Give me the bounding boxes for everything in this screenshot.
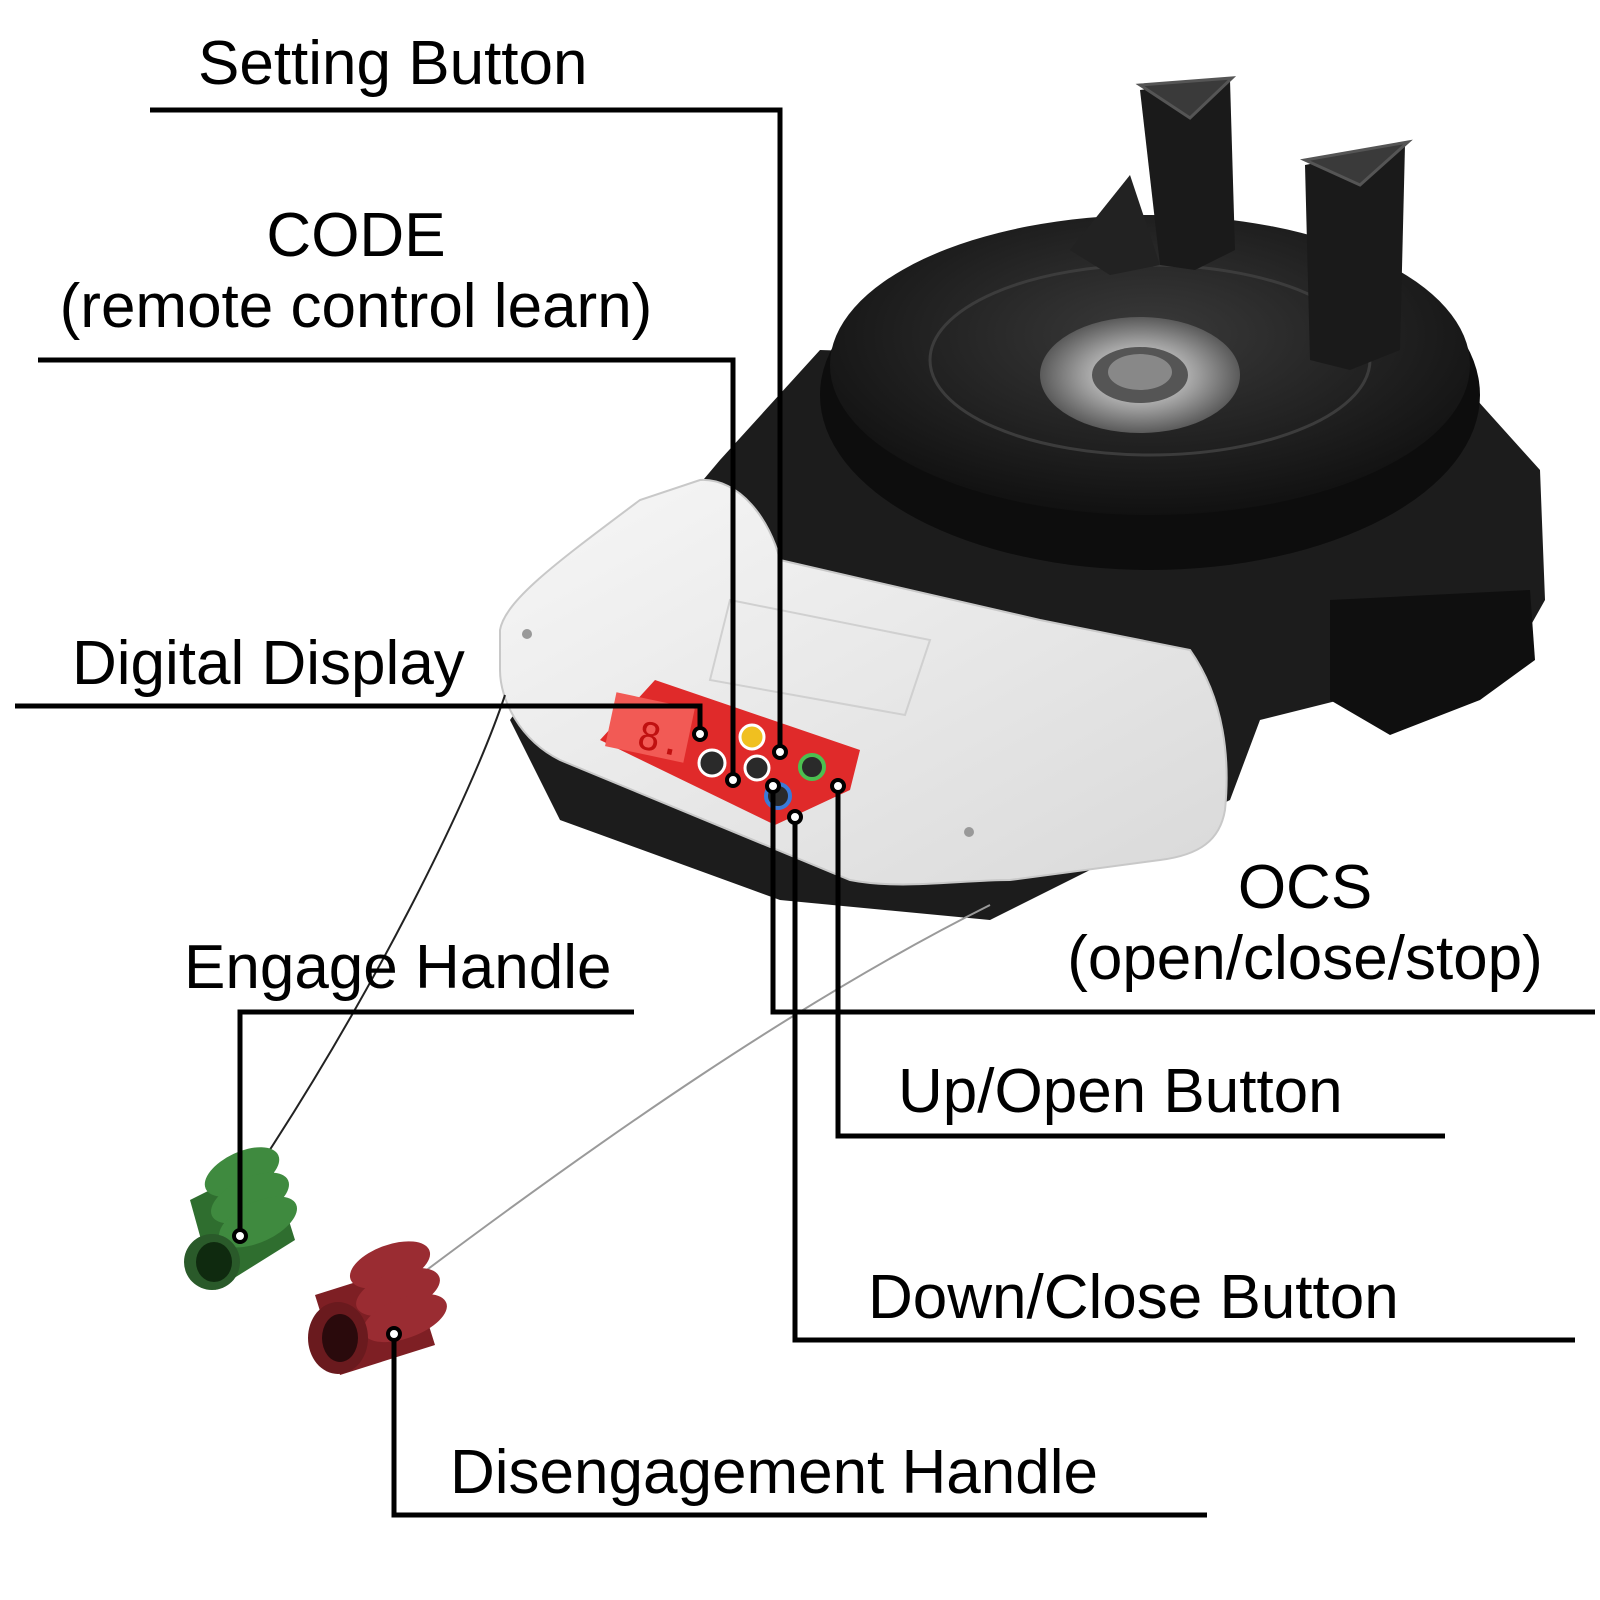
digital-display-pointer bbox=[692, 726, 708, 742]
ocs-pointer bbox=[765, 778, 781, 794]
setting-button-leader bbox=[150, 107, 783, 752]
engage-handle-pointer bbox=[232, 1228, 248, 1244]
code-leader bbox=[38, 357, 736, 780]
code-button-icon[interactable] bbox=[697, 748, 727, 778]
ocs-title: OCS bbox=[1237, 853, 1373, 922]
ocs-label: OCS (open/close/stop) bbox=[1058, 852, 1552, 995]
up-open-pointer bbox=[830, 778, 846, 794]
down-close-leader bbox=[792, 817, 1575, 1343]
digital-display-leader bbox=[15, 703, 703, 734]
code-title: CODE bbox=[266, 201, 446, 270]
setting-button-pointer bbox=[772, 744, 788, 760]
disengage-cord bbox=[419, 904, 991, 1276]
setting-button-label: Setting Button bbox=[198, 29, 588, 98]
control-panel: 8. bbox=[600, 680, 860, 825]
code-pointer bbox=[725, 772, 741, 788]
svg-text:8.: 8. bbox=[634, 713, 688, 766]
up-open-leader bbox=[835, 786, 1445, 1139]
setting-button-icon[interactable] bbox=[738, 723, 766, 751]
disengagement-handle-label: Disengagement Handle bbox=[450, 1438, 1098, 1507]
digital-display-icon bbox=[605, 692, 695, 763]
up-open-button-label: Up/Open Button bbox=[898, 1057, 1343, 1126]
front-cover bbox=[499, 478, 1228, 886]
engage-handle-label: Engage Handle bbox=[184, 933, 612, 1002]
digital-display-label: Digital Display bbox=[72, 629, 465, 698]
engage-cord bbox=[249, 694, 506, 1181]
disengagement-handle-pointer bbox=[386, 1326, 402, 1342]
disengagement-handle-leader bbox=[391, 1334, 1207, 1518]
ocs-button-icon[interactable] bbox=[743, 754, 771, 782]
engage-handle-leader bbox=[237, 1009, 634, 1236]
up-button-icon[interactable] bbox=[798, 753, 826, 781]
mounting-post-left bbox=[1070, 76, 1237, 275]
down-close-button-label: Down/Close Button bbox=[868, 1263, 1399, 1332]
ocs-leader bbox=[770, 786, 1595, 1015]
code-label: CODE (remote control learn) bbox=[40, 200, 672, 343]
disengagement-handle-icon[interactable] bbox=[308, 1232, 453, 1375]
down-close-pointer bbox=[787, 809, 803, 825]
code-subtitle: (remote control learn) bbox=[59, 272, 653, 342]
engage-handle-icon[interactable] bbox=[184, 1137, 305, 1290]
ocs-subtitle: (open/close/stop) bbox=[1067, 924, 1543, 994]
mounting-post-right bbox=[1299, 139, 1413, 370]
